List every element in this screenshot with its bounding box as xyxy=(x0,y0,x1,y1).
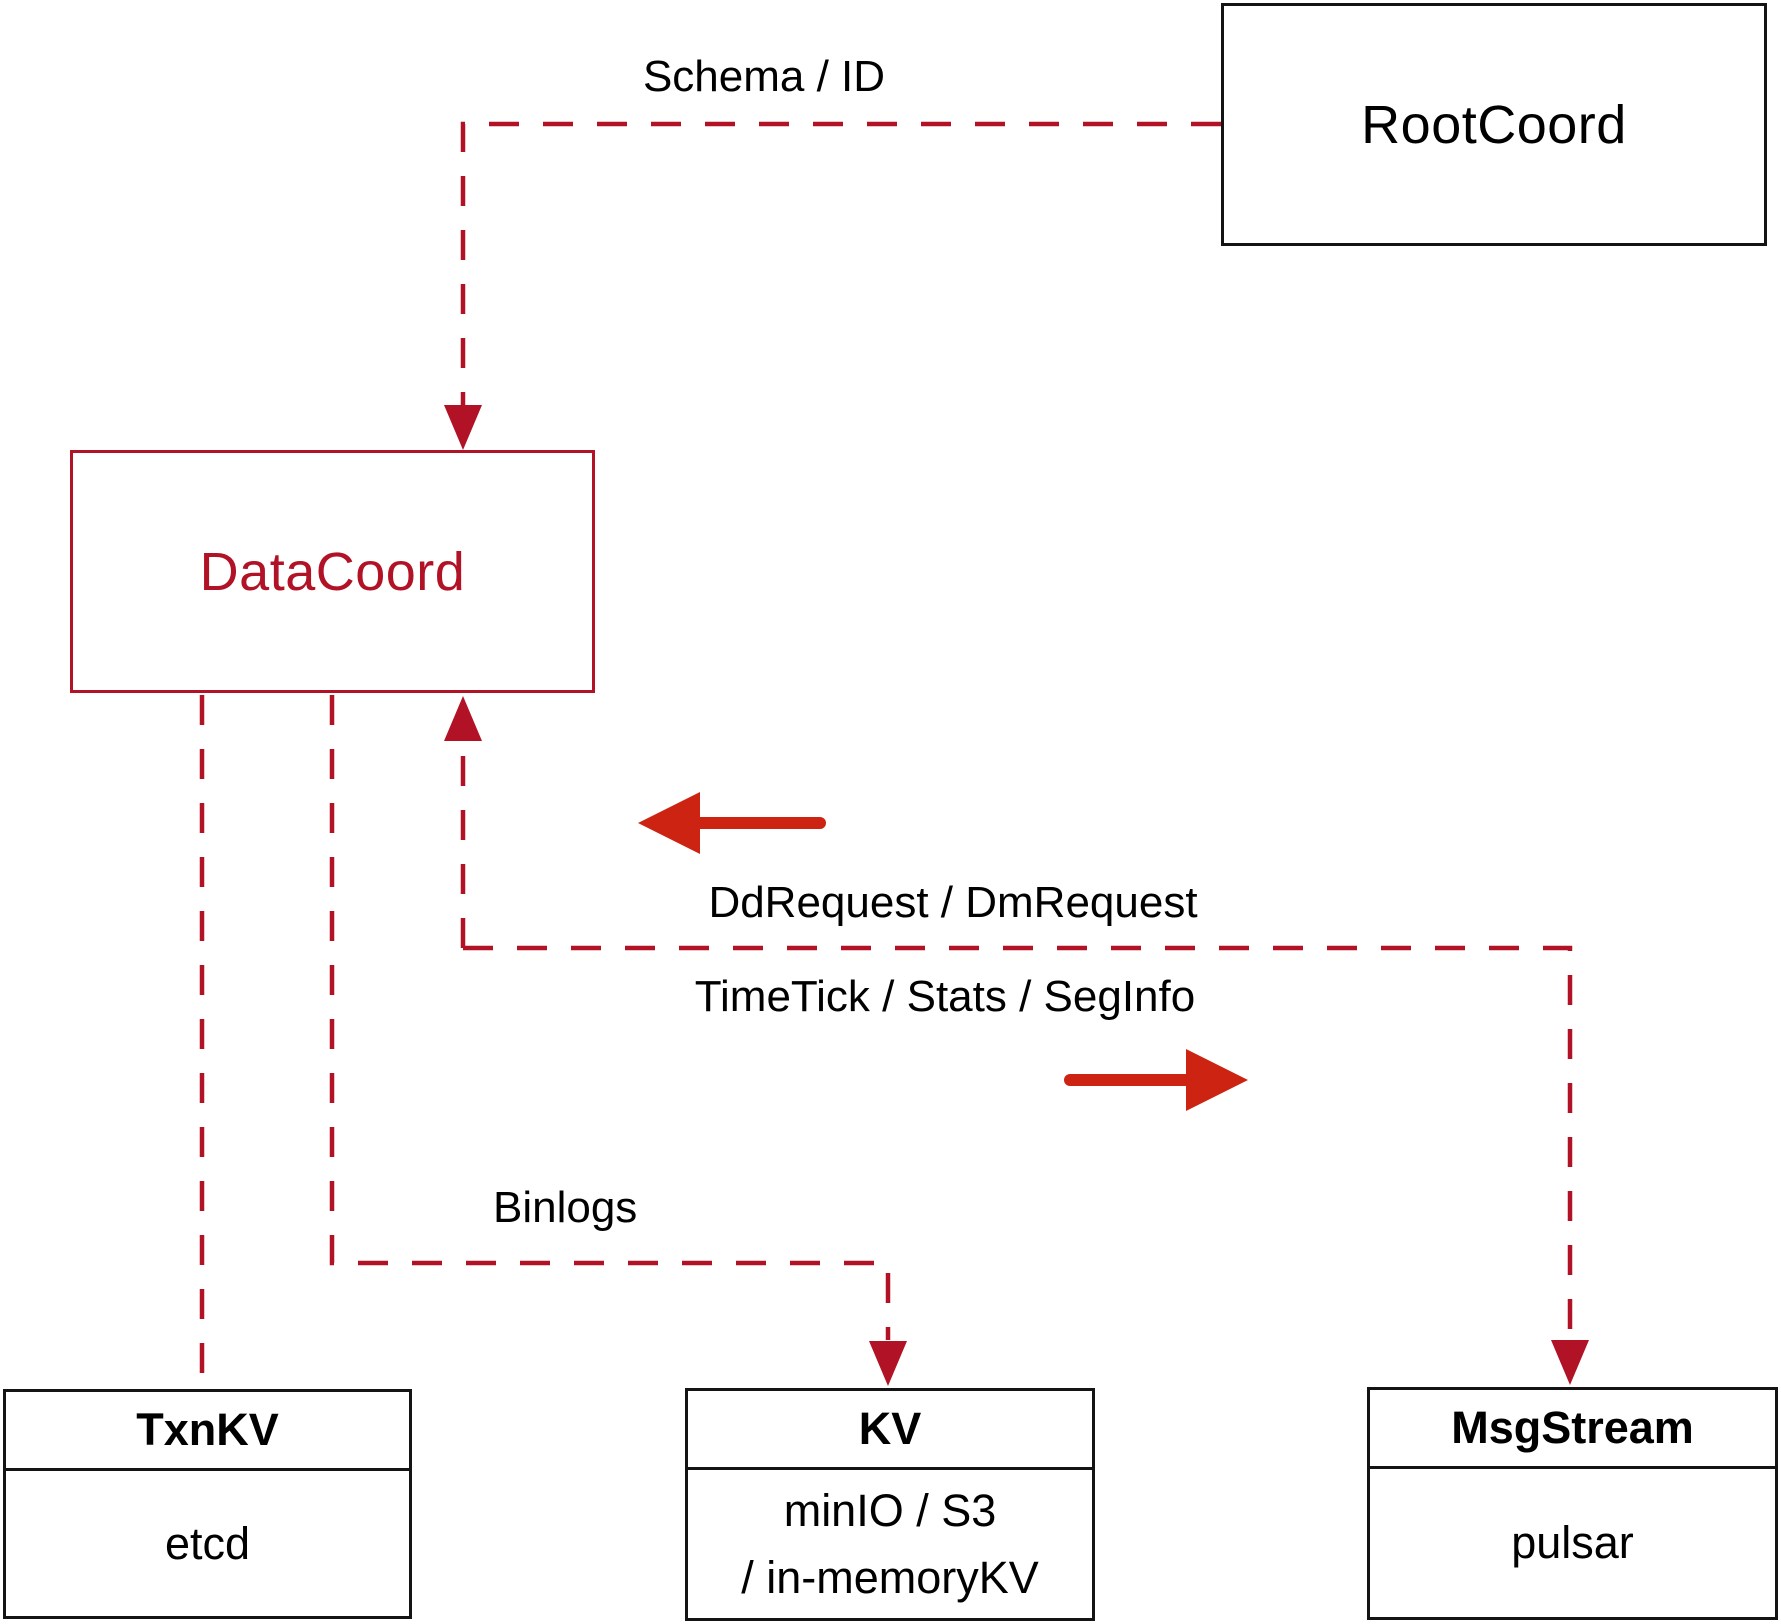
binlogs-connector xyxy=(329,695,891,1340)
kv-impl: minIO / S3 / in-memoryKV xyxy=(688,1470,1092,1618)
direction-arrow-right xyxy=(1064,1049,1248,1111)
kv-impl-line1: minIO / S3 xyxy=(783,1484,997,1536)
node-kv: KV minIO / S3 / in-memoryKV xyxy=(685,1388,1095,1621)
txnkv-title: TxnKV xyxy=(6,1392,409,1471)
edge-label-ddrequest: DdRequest / DmRequest xyxy=(708,878,1198,927)
ddrequest-arrowhead-up xyxy=(444,696,482,741)
schema-id-arrowhead xyxy=(444,405,482,450)
msgstream-title: MsgStream xyxy=(1370,1390,1775,1469)
node-msgstream: MsgStream pulsar xyxy=(1367,1387,1778,1620)
schema-id-connector xyxy=(460,121,1221,406)
node-rootcoord: RootCoord xyxy=(1221,3,1767,246)
kv-impl-line2: / in-memoryKV xyxy=(741,1552,1039,1603)
direction-arrow-left xyxy=(638,792,826,854)
txnkv-impl: etcd xyxy=(164,1517,251,1569)
edge-label-binlogs: Binlogs xyxy=(493,1183,638,1232)
node-datacoord: DataCoord xyxy=(70,450,595,693)
timetick-arrowhead-down xyxy=(1551,1340,1589,1385)
msgstream-impl: pulsar xyxy=(1511,1517,1634,1569)
edge-label-schema-id: Schema / ID xyxy=(642,52,886,101)
rootcoord-label: RootCoord xyxy=(1361,94,1627,155)
kv-title: KV xyxy=(688,1391,1092,1470)
datacoord-label: DataCoord xyxy=(199,541,466,602)
node-txnkv: TxnKV etcd xyxy=(3,1389,412,1619)
edge-label-timetick: TimeTick / Stats / SegInfo xyxy=(694,972,1196,1021)
binlogs-arrowhead xyxy=(869,1341,907,1386)
ddrequest-timetick-connector xyxy=(460,742,1573,1340)
